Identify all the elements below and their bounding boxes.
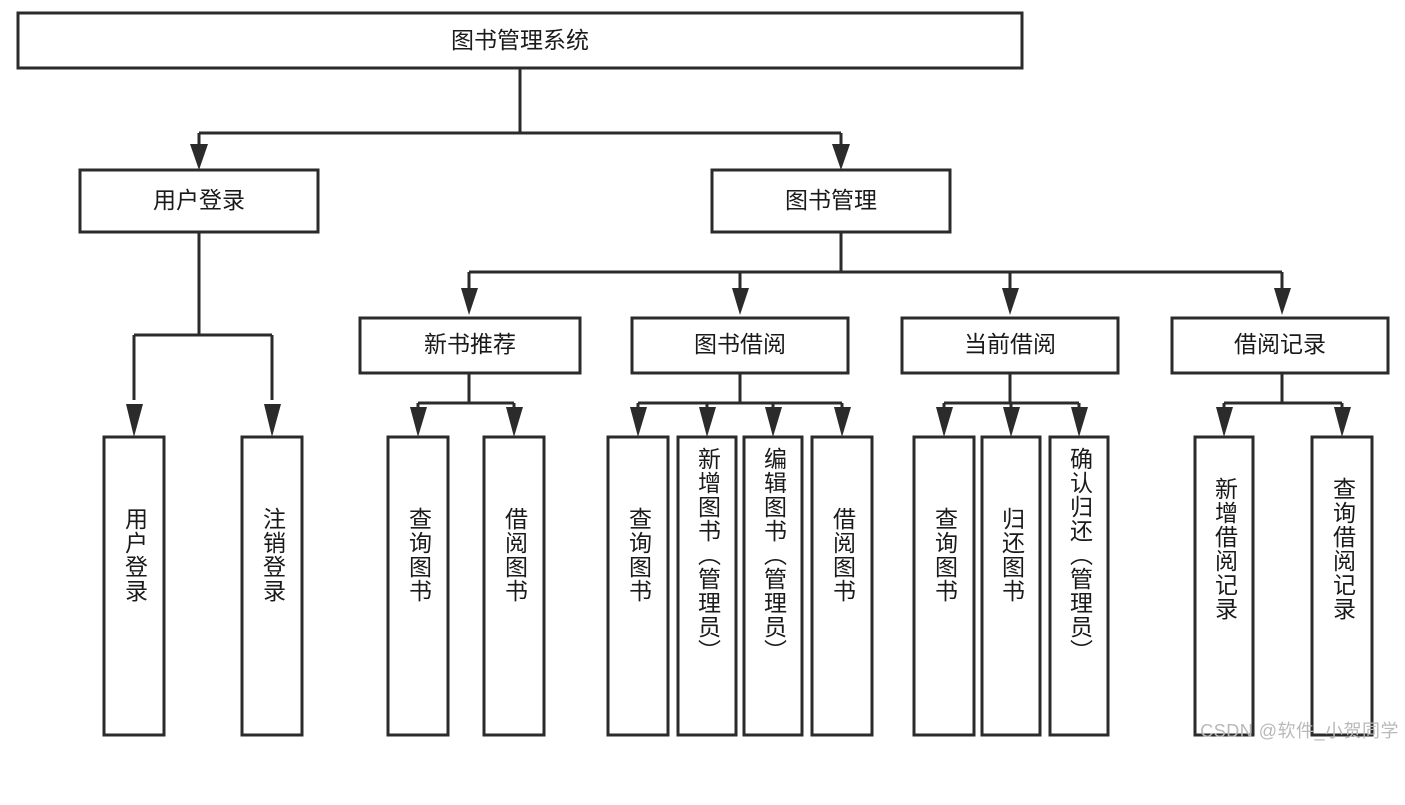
node-root-label: 图书管理系统 xyxy=(451,27,589,53)
node-leaf-query-book-3-box[interactable] xyxy=(912,435,976,737)
arrow-head-leaf-query-book-1 xyxy=(410,407,427,437)
csdn-watermark: CSDN @软件_小贺同学 xyxy=(1200,721,1399,741)
arrow-head-user-login xyxy=(190,144,208,170)
node-root-box[interactable] xyxy=(16,11,1024,70)
arrow-head-leaf-add-book xyxy=(699,407,716,437)
functional-structure-diagram: 图书管理系统 用户登录 图书管理 新书推荐 图书借阅 当前借阅 借阅记录 xyxy=(16,11,1390,737)
node-borrow-record-label: 借阅记录 xyxy=(1234,331,1326,357)
node-leaf-query-record-box[interactable] xyxy=(1310,435,1374,737)
arrow-head-leaf-query-book-2 xyxy=(630,407,647,437)
arrow-head-leaf-query-record xyxy=(1334,407,1351,437)
node-new-book-recommend[interactable]: 新书推荐 xyxy=(358,316,582,375)
node-current-borrow[interactable]: 当前借阅 xyxy=(900,316,1120,375)
node-borrow-record[interactable]: 借阅记录 xyxy=(1170,316,1390,375)
node-leaf-borrow-book-2-box[interactable] xyxy=(810,435,874,737)
arrow-head-leaf-borrow-book-2 xyxy=(834,407,851,437)
node-current-borrow-label: 当前借阅 xyxy=(964,331,1056,357)
edges-layer xyxy=(126,68,1351,437)
node-user-login-label: 用户登录 xyxy=(153,187,245,213)
node-book-manage-label: 图书管理 xyxy=(785,187,877,213)
arrow-head-leaf-add-record xyxy=(1216,407,1233,437)
node-new-book-recommend-box[interactable] xyxy=(358,316,582,375)
leaf-boxes-layer xyxy=(102,435,1374,737)
arrow-head-leaf-borrow-book-1 xyxy=(506,407,523,437)
arrow-head-book-borrow xyxy=(732,288,749,315)
node-user-login-box[interactable] xyxy=(78,168,320,234)
node-leaf-borrow-book-1-box[interactable] xyxy=(482,435,546,737)
node-leaf-user-login-box[interactable] xyxy=(102,435,166,737)
node-book-manage[interactable]: 图书管理 xyxy=(710,168,952,234)
node-borrow-record-box[interactable] xyxy=(1170,316,1390,375)
arrow-head-leaf-query-book-3 xyxy=(936,407,953,437)
node-book-borrow[interactable]: 图书借阅 xyxy=(630,316,850,375)
node-book-borrow-label: 图书借阅 xyxy=(694,331,786,357)
node-new-book-recommend-label: 新书推荐 xyxy=(424,331,516,357)
arrow-head-leaf-return-book xyxy=(1003,407,1020,437)
arrow-head-current-borrow xyxy=(1002,288,1019,315)
arrow-head-book-manage xyxy=(832,144,850,170)
arrow-head-new-book-recommend xyxy=(461,288,478,315)
node-leaf-edit-book-box[interactable] xyxy=(742,435,804,737)
node-root[interactable]: 图书管理系统 xyxy=(16,11,1024,70)
node-leaf-user-logout-box[interactable] xyxy=(240,435,304,737)
node-book-borrow-box[interactable] xyxy=(630,316,850,375)
node-current-borrow-box[interactable] xyxy=(900,316,1120,375)
node-leaf-add-record-box[interactable] xyxy=(1193,435,1255,737)
node-leaf-query-book-2-box[interactable] xyxy=(606,435,670,737)
node-leaf-return-book-box[interactable] xyxy=(980,435,1042,737)
node-leaf-add-book-box[interactable] xyxy=(676,435,738,737)
node-leaf-confirm-return-box[interactable] xyxy=(1048,435,1110,737)
node-book-manage-box[interactable] xyxy=(710,168,952,234)
arrow-head-leaf-confirm-return xyxy=(1071,407,1088,437)
arrow-head-leaf-edit-book xyxy=(765,407,782,437)
arrow-head-borrow-record xyxy=(1274,288,1291,315)
node-user-login[interactable]: 用户登录 xyxy=(78,168,320,234)
node-leaf-query-book-1-box[interactable] xyxy=(386,435,450,737)
arrow-head-leaf-user-login xyxy=(126,404,143,437)
arrow-head-leaf-user-logout xyxy=(264,404,281,437)
